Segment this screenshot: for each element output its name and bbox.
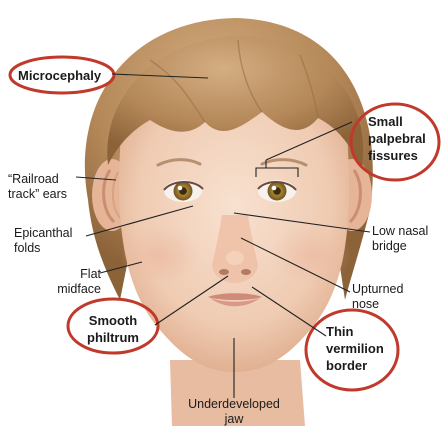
label-railroad-track-ears: “Railroad track” ears bbox=[8, 172, 67, 202]
label-flat-midface: Flat midface bbox=[45, 267, 101, 297]
label-thin-vermilion-border: Thin vermilion border bbox=[326, 323, 384, 374]
label-upturned-nose: Upturned nose bbox=[352, 282, 403, 312]
right-iris bbox=[268, 182, 287, 201]
label-epicanthal-folds: Epicanthal folds bbox=[14, 226, 72, 256]
left-iris bbox=[174, 182, 193, 201]
label-low-nasal-bridge: Low nasal bridge bbox=[372, 224, 428, 254]
label-smooth-philtrum: Smooth philtrum bbox=[78, 312, 148, 346]
label-underdeveloped-jaw: Underdeveloped jaw bbox=[178, 397, 290, 427]
label-small-palpebral-fissures: Small palpebral fissures bbox=[368, 113, 426, 164]
label-microcephaly: Microcephaly bbox=[18, 67, 101, 84]
